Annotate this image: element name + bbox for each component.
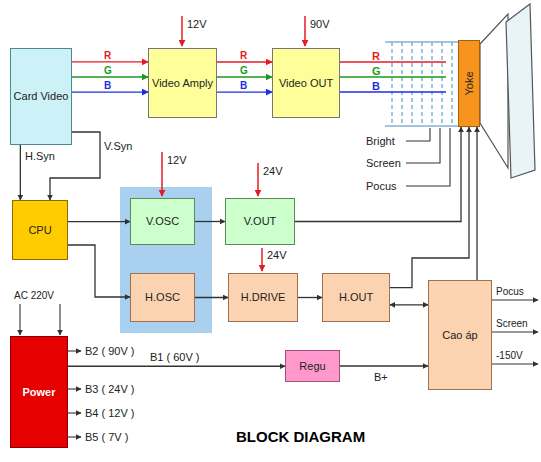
diagram-caption: BLOCK DIAGRAM [236,428,365,445]
signal-connector [298,297,322,298]
block-label: Video OUT [279,77,333,90]
oscillator-band [120,187,212,333]
output-name: -150V [496,350,523,362]
signal-connector [68,245,130,297]
crt-neck [385,42,458,126]
signal-connector [217,91,272,92]
supply-voltage: 24V [267,249,287,261]
block-label: Yoke [463,71,476,95]
video-card-box: Card Video [10,48,72,145]
signal-connector [68,221,130,222]
edge-label: B [240,80,247,92]
bright-wire [406,128,430,141]
signal-connector [72,91,148,92]
edge-label: G [240,65,248,77]
crt-screen [506,4,535,178]
supply-rail: B3 ( 24V ) [85,383,135,395]
block-label: Cao áp [442,329,477,342]
hv-output-arrows [492,300,538,364]
blue-wire [340,91,446,92]
signal-name: B [372,80,380,92]
signal-connector [340,365,428,366]
output-stage-box: H.OUT [322,273,390,322]
ac-input-arrows [20,304,60,335]
signal-connector [68,366,285,367]
block-label: Video Amply [152,77,213,90]
power-output-arrows [68,351,81,437]
supply-voltage: 90V [310,18,330,30]
signal-connector [72,76,148,77]
supply-voltage: 12V [167,154,187,166]
block-label: H.OSC [145,291,180,304]
block-label: Power [22,386,55,399]
block-label: V.OSC [146,215,179,228]
edge-label: R [240,50,247,62]
signal-connector [195,297,228,298]
regulator-box: Regu [285,350,340,382]
edge-label: H.Syn [25,150,55,162]
signal-connector [390,304,428,305]
signal-connector [217,76,272,77]
supply-rail: B4 ( 12V ) [85,407,135,419]
amplifier-box: Video Amply [148,48,217,118]
signal-connector [295,127,461,222]
grid-name: Pocus [366,180,397,192]
driver-box: H.DRIVE [228,273,298,322]
cpu-box: CPU [12,200,68,260]
block-label: Regu [299,360,325,373]
power-box: Power [10,336,68,448]
screen-wire [406,128,440,163]
signal-connector [217,61,272,62]
focus-wire [406,128,450,186]
green-wire [340,76,446,77]
signal-connector [390,127,469,288]
block-label: CPU [28,224,51,237]
edge-label: V.Syn [104,140,132,152]
oscillator-box: V.OSC [130,198,195,245]
signal-connector [20,145,21,200]
edge-label: G [104,65,112,77]
block-label: Card Video [14,90,69,103]
block-label: V.OUT [244,215,277,228]
block-label: H.DRIVE [241,291,286,304]
grid-name: Screen [366,157,401,169]
signal-connector [195,221,225,222]
yoke-box: Yoke [458,40,480,127]
red-wire [340,61,446,62]
output-stage-box: Video OUT [272,48,340,118]
signal-connector [72,61,148,62]
input-voltage: AC 220V [14,290,54,302]
edge-label: B [104,80,111,92]
signal-connector [476,127,477,280]
signal-name: R [372,50,380,62]
edge-label: B+ [374,371,388,383]
grid-name: Bright [366,135,395,147]
oscillator-box: H.OSC [130,273,195,322]
output-name: Screen [496,318,528,330]
supply-voltage: 12V [187,18,207,30]
block-label: H.OUT [339,291,373,304]
output-name: Pocus [496,286,524,298]
flyback-box: Cao áp [428,280,492,390]
output-stage-box: V.OUT [225,198,295,245]
edge-label: B1 ( 60V ) [150,351,200,363]
edge-label: R [104,50,111,62]
supply-rail: B5 ( 7V ) [85,431,128,443]
crt-funnel [480,14,508,168]
supply-rail: B2 ( 90V ) [85,345,135,357]
signal-name: G [372,65,381,77]
supply-voltage: 24V [263,165,283,177]
